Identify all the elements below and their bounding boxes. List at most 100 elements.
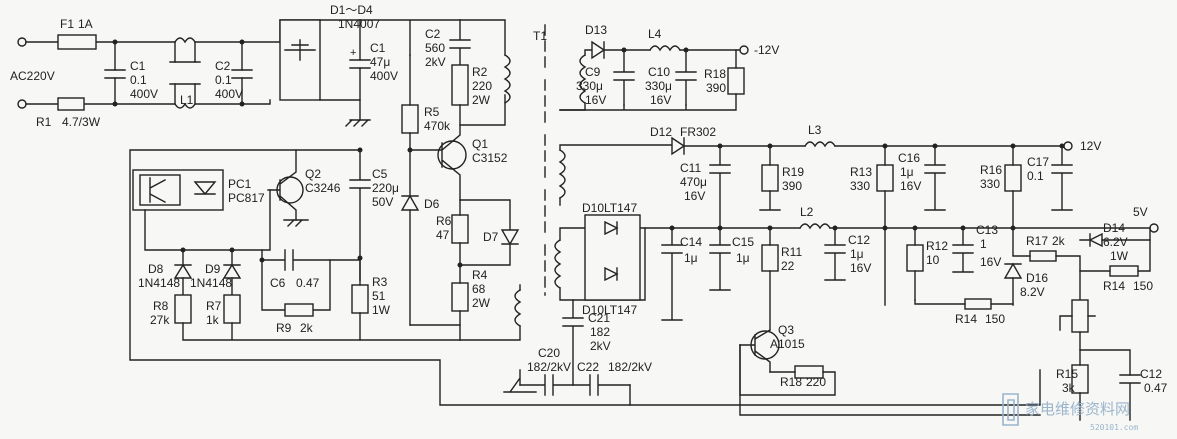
- resistor-r6: [451, 214, 469, 244]
- svg-text:C20: C20: [538, 346, 560, 360]
- inductor-l4: [649, 45, 681, 52]
- diode-d7: [500, 229, 520, 246]
- svg-text:182: 182: [590, 325, 610, 339]
- svg-text:2k: 2k: [1052, 234, 1066, 248]
- svg-text:R15: R15: [1056, 367, 1078, 381]
- primary-section: [349, 19, 546, 341]
- svg-text:D7: D7: [483, 230, 499, 244]
- svg-text:L3: L3: [808, 123, 822, 137]
- svg-text:C16: C16: [898, 151, 920, 165]
- svg-text:470k: 470k: [424, 119, 451, 133]
- svg-text:C2: C2: [215, 59, 231, 73]
- svg-text:C10: C10: [648, 65, 670, 79]
- input-section: +: [17, 19, 461, 127]
- svg-text:400V: 400V: [215, 87, 243, 101]
- svg-text:150: 150: [1133, 279, 1153, 293]
- secondary-pos5: [554, 214, 1159, 421]
- svg-text:330: 330: [980, 177, 1000, 191]
- svg-text:27k: 27k: [150, 313, 170, 327]
- ground-symbol-secondary: [503, 369, 537, 393]
- watermark-url: 520101.com: [1090, 423, 1138, 432]
- zener-d14: [1088, 232, 1103, 248]
- fuse-f1: [57, 34, 97, 50]
- svg-text:R2: R2: [472, 65, 488, 79]
- svg-text:D1～D4: D1～D4: [330, 3, 373, 17]
- svg-text:R7: R7: [206, 299, 222, 313]
- svg-text:R13: R13: [850, 165, 872, 179]
- svg-text:C21: C21: [588, 311, 610, 325]
- resistor-r3: [351, 284, 369, 314]
- svg-text:1N4007: 1N4007: [338, 17, 380, 31]
- svg-text:1W: 1W: [1110, 249, 1129, 263]
- label-ac-input: AC220V: [10, 69, 55, 83]
- resistor-r14-lower: [964, 298, 992, 310]
- svg-text:4.7/3W: 4.7/3W: [62, 115, 101, 129]
- watermark-text: 家电维修资料网: [1025, 400, 1130, 418]
- svg-text:3k: 3k: [1062, 381, 1076, 395]
- svg-text:FR302: FR302: [680, 125, 716, 139]
- inductor-l2: [799, 223, 831, 230]
- svg-text:8.2V: 8.2V: [1020, 285, 1045, 299]
- svg-text:1μ: 1μ: [900, 165, 914, 179]
- diode-d13: [591, 40, 606, 60]
- potentiometer-vr: [1071, 299, 1089, 333]
- svg-text:L1: L1: [180, 93, 194, 107]
- svg-text:0.47: 0.47: [296, 276, 320, 290]
- svg-text:D16: D16: [1026, 271, 1048, 285]
- svg-text:220: 220: [472, 79, 492, 93]
- resistor-r18-top: [727, 67, 745, 95]
- svg-text:C3152: C3152: [472, 151, 508, 165]
- svg-text:R3: R3: [372, 275, 388, 289]
- svg-text:16V: 16V: [650, 93, 671, 107]
- resistor-r2: [451, 64, 469, 106]
- diode-d6: [400, 194, 420, 211]
- svg-text:0.1: 0.1: [215, 73, 232, 87]
- svg-text:2k: 2k: [300, 321, 314, 335]
- svg-text:C22: C22: [577, 360, 599, 374]
- svg-text:560: 560: [425, 41, 445, 55]
- resistor-r4: [451, 282, 469, 312]
- svg-text:D6: D6: [424, 197, 440, 211]
- svg-text:2W: 2W: [472, 296, 491, 310]
- svg-text:68: 68: [472, 282, 486, 296]
- svg-text:C14: C14: [680, 235, 702, 249]
- svg-text:PC817: PC817: [228, 191, 265, 205]
- ground-symbol: [345, 119, 371, 127]
- svg-text:R11: R11: [781, 245, 802, 259]
- svg-text:C15: C15: [732, 235, 754, 249]
- svg-text:C1: C1: [370, 41, 386, 55]
- output-neg12-terminal: [739, 45, 749, 55]
- svg-text:12V: 12V: [1080, 139, 1101, 153]
- svg-text:L2: L2: [800, 205, 814, 219]
- svg-text:0.1: 0.1: [130, 73, 147, 87]
- zener-d16: [1003, 262, 1023, 279]
- svg-text:220μ: 220μ: [372, 181, 399, 195]
- svg-text:R18: R18: [780, 375, 802, 389]
- svg-text:C6: C6: [270, 276, 286, 290]
- svg-text:0.1: 0.1: [1027, 169, 1044, 183]
- svg-text:182/2kV: 182/2kV: [527, 360, 571, 374]
- opto-led-icon: [193, 181, 217, 196]
- svg-text:47: 47: [436, 228, 450, 242]
- svg-text:16V: 16V: [585, 93, 606, 107]
- watermark-logo-icon: [1002, 393, 1019, 426]
- svg-text:D10LT147: D10LT147: [582, 303, 637, 317]
- output-pos12-terminal: [1063, 141, 1073, 151]
- svg-text:D10LT147: D10LT147: [582, 201, 637, 215]
- resistor-r7: [223, 294, 241, 324]
- svg-text:C2: C2: [425, 27, 441, 41]
- ac-terminal-bottom: [17, 99, 27, 109]
- svg-text:470μ: 470μ: [680, 175, 707, 189]
- label-f1: F1: [60, 17, 74, 31]
- svg-text:R16: R16: [980, 163, 1002, 177]
- svg-text:R14: R14: [1103, 279, 1125, 293]
- svg-text:390: 390: [706, 81, 726, 95]
- secondary-pos12: [558, 136, 1073, 306]
- svg-text:D9: D9: [205, 262, 221, 276]
- svg-text:1A: 1A: [78, 17, 93, 31]
- svg-text:16V: 16V: [684, 189, 705, 203]
- svg-text:R8: R8: [153, 299, 169, 313]
- svg-text:R5: R5: [424, 105, 440, 119]
- svg-text:R12: R12: [926, 239, 948, 253]
- svg-text:C3246: C3246: [305, 181, 341, 195]
